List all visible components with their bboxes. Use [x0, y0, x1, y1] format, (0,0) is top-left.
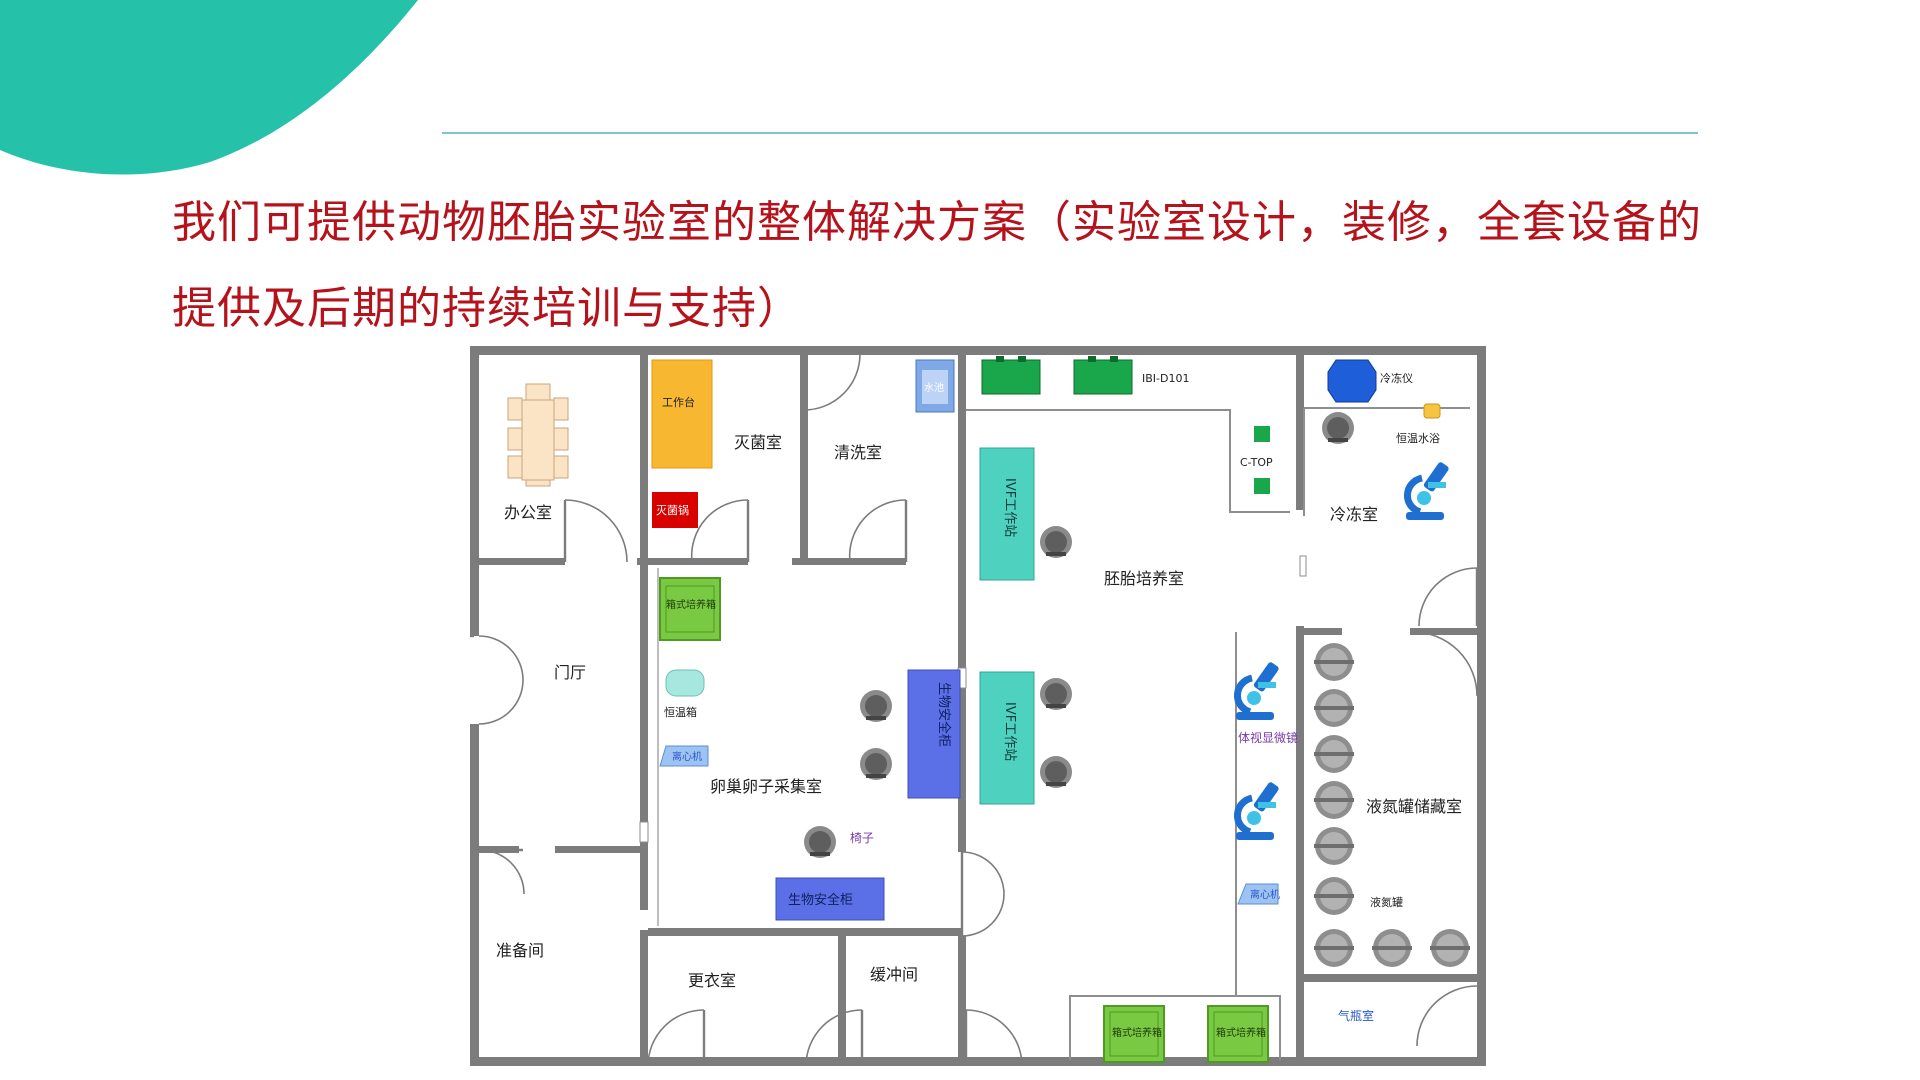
teal-corner-shape — [0, 0, 418, 175]
label-stereo-microscope: 体视显微镜 — [1238, 730, 1298, 745]
room-label-lobby: 门厅 — [554, 663, 586, 682]
label-ivf-workstation-2: IVF工作站 — [1002, 702, 1017, 761]
stool-2 — [860, 748, 892, 780]
label-sink: 水池 — [924, 381, 944, 394]
label-thermostat-box: 恒温箱 — [664, 705, 697, 719]
label-sterilizer: 灭菌锅 — [656, 504, 689, 517]
centrifuge-left: 离心机 — [659, 745, 709, 767]
ivf-workstation-1 — [979, 447, 1035, 581]
label-bio-safety-cabinet-horizontal: 生物安全柜 — [788, 892, 853, 908]
label-bio-safety-cabinet-vertical: 生物安全柜 — [936, 682, 952, 747]
room-label-sterilization: 灭菌室 — [734, 433, 782, 452]
label-freezer: 冷冻仪 — [1380, 371, 1413, 385]
room-label-gas-cylinder: 气瓶室 — [1338, 1008, 1374, 1023]
workbench — [651, 359, 713, 469]
room-label-preparation: 准备间 — [496, 941, 544, 960]
room-label-buffer: 缓冲间 — [870, 965, 918, 984]
ctop-unit-2 — [1254, 478, 1270, 494]
header-rule — [442, 132, 1698, 134]
room-label-cryo: 冷冻室 — [1330, 505, 1378, 524]
label-ln2-tank: 液氮罐 — [1370, 895, 1403, 909]
room-label-washing: 清洗室 — [834, 443, 882, 462]
ibi-unit-1 — [981, 359, 1041, 395]
centrifuge-right: 离心机 — [1237, 883, 1280, 905]
room-label-embryo-culture: 胚胎培养室 — [1104, 569, 1184, 588]
box-incubator-bottom-1: 箱式培养箱 — [1103, 1005, 1165, 1063]
thermostat-box — [665, 669, 705, 697]
box-incubator-left: 箱式培养箱 — [659, 577, 721, 641]
label-box-incubator-left: 箱式培养箱 — [666, 598, 716, 611]
stool-1 — [860, 690, 892, 722]
label-ibi: IBI-D101 — [1142, 372, 1189, 385]
room-label-ln2-storage: 液氮罐储藏室 — [1366, 797, 1462, 816]
label-workbench: 工作台 — [662, 395, 695, 409]
chair — [804, 826, 836, 858]
floor-plan: 办公室 工作台 灭菌锅 灭菌室 清洗室 水池 门厅 准备间 箱式培养箱 恒温箱 … — [470, 346, 1486, 1066]
corner-decoration — [0, 0, 418, 175]
label-water-bath: 恒温水浴 — [1396, 432, 1440, 445]
label-ivf-workstation-1: IVF工作站 — [1002, 478, 1017, 537]
label-centrifuge-left: 离心机 — [672, 750, 702, 763]
ctop-unit-1 — [1254, 426, 1270, 442]
label-box-incubator-bottom-2: 箱式培养箱 — [1216, 1026, 1266, 1039]
sterilizer — [652, 492, 698, 528]
room-label-oocyte-collection: 卵巢卵子采集室 — [710, 777, 822, 796]
bio-safety-cabinet-vertical — [907, 669, 961, 799]
room-label-changing: 更衣室 — [688, 971, 736, 990]
room-label-office: 办公室 — [504, 503, 552, 522]
label-box-incubator-bottom-1: 箱式培养箱 — [1112, 1026, 1162, 1039]
label-chair: 椅子 — [850, 831, 874, 845]
label-centrifuge-right: 离心机 — [1250, 888, 1280, 901]
office-table — [507, 383, 569, 487]
bio-safety-cabinet-horizontal — [775, 877, 885, 921]
label-ctop: C-TOP — [1240, 456, 1273, 469]
stool-3 — [1040, 526, 1072, 558]
sink: 水池 — [915, 359, 955, 413]
stool-5 — [1040, 756, 1072, 788]
ibi-unit-2 — [1073, 359, 1133, 395]
headline-line-2: 提供及后期的持续培训与支持） — [172, 283, 802, 334]
ivf-workstation-2 — [979, 671, 1035, 805]
stool-6 — [1322, 412, 1354, 444]
water-bath — [1423, 403, 1441, 419]
outer-walls — [470, 346, 1486, 1066]
box-incubator-bottom-2: 箱式培养箱 — [1207, 1005, 1269, 1063]
doors — [470, 348, 1479, 1066]
stool-4 — [1040, 678, 1072, 710]
freezer — [1327, 359, 1377, 403]
headline: 我们可提供动物胚胎实验室的整体解决方案（实验室设计，装修，全套设备的 提供及后期… — [172, 180, 1832, 352]
headline-line-1: 我们可提供动物胚胎实验室的整体解决方案（实验室设计，装修，全套设备的 — [172, 197, 1702, 248]
interior-walls — [479, 350, 1477, 1066]
